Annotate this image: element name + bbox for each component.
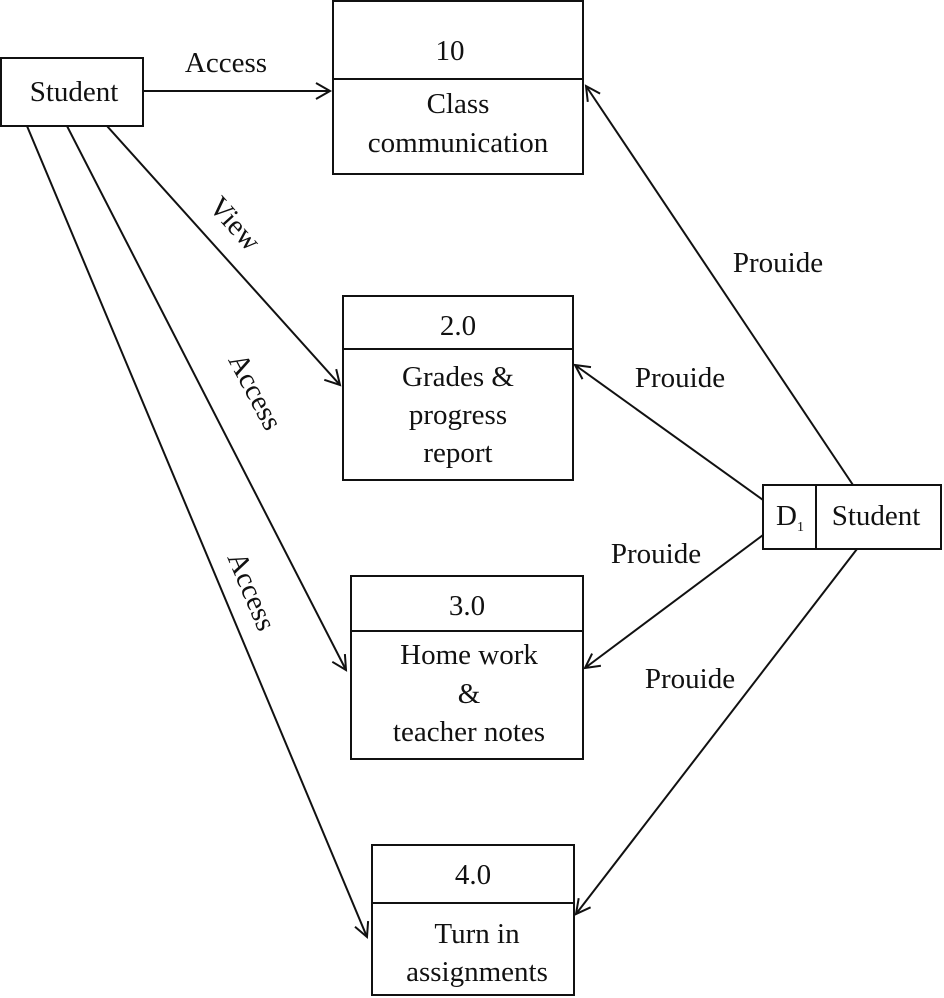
flow-label: Prouide	[611, 538, 701, 570]
external-entity-label: Student	[30, 76, 119, 108]
flow-student-to-grades-report: View	[106, 125, 342, 387]
process-label-line: progress	[409, 399, 507, 431]
flow-store-to-grades-report: Prouide	[573, 362, 764, 501]
flow-label: Access	[222, 348, 289, 436]
flow-label: Prouide	[645, 663, 735, 695]
data-store-id: D1	[776, 500, 804, 535]
process-4-turn-in-assignments[interactable]: 4.0 Turn in assignments	[371, 844, 575, 996]
data-store-label: Student	[832, 500, 921, 532]
process-number: 10	[436, 35, 465, 67]
external-entity-student[interactable]: Student	[0, 57, 144, 127]
process-label-line: Grades &	[402, 361, 514, 393]
process-label-line: Home work	[400, 639, 538, 671]
process-10-class-communication[interactable]: 10 Class communication	[332, 0, 584, 175]
process-number: 3.0	[449, 590, 485, 622]
flow-label: View	[202, 191, 267, 258]
flow-label: Prouide	[733, 247, 823, 279]
process-label-line: assignments	[406, 956, 548, 988]
flow-store-to-class-communication: Prouide	[584, 84, 854, 486]
flow-store-to-turn-in-assignments: Prouide	[574, 548, 858, 916]
data-store-d1-student[interactable]: D1 Student	[762, 484, 942, 550]
flow-student-to-turn-in-assignments: Access	[26, 125, 370, 940]
flow-label: Access	[221, 547, 283, 635]
process-label-line: communication	[368, 127, 549, 159]
flow-label: Access	[185, 47, 267, 79]
process-number: 2.0	[440, 310, 476, 342]
flow-student-to-class-communication: Access	[143, 47, 333, 100]
process-label-line: Turn in	[434, 918, 520, 950]
flow-store-to-homework-notes: Prouide	[583, 534, 764, 670]
process-label-line: &	[458, 678, 481, 710]
process-2-grades-progress-report[interactable]: 2.0 Grades & progress report	[342, 295, 574, 481]
process-label-line: report	[423, 437, 492, 469]
process-label-line: teacher notes	[393, 716, 545, 748]
flow-label: Prouide	[635, 362, 725, 394]
process-3-homework-teacher-notes[interactable]: 3.0 Home work & teacher notes	[350, 575, 584, 760]
process-number: 4.0	[455, 859, 491, 891]
process-label-line: Class	[427, 88, 490, 120]
